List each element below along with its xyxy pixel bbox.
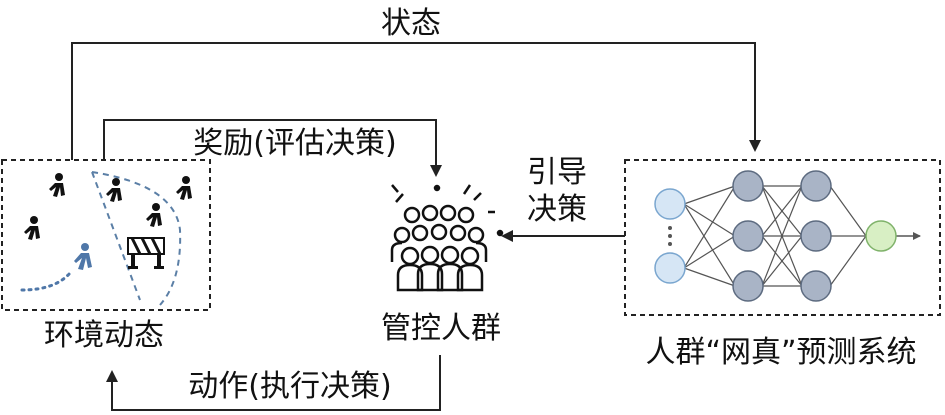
walking-person-icon bbox=[106, 178, 122, 202]
input-node bbox=[654, 252, 686, 284]
state-label: 状态 bbox=[381, 6, 441, 41]
environment-panel bbox=[1, 159, 211, 311]
action-label: 动作(执行决策) bbox=[188, 369, 391, 404]
crowd-control-label: 管控人群 bbox=[381, 311, 501, 346]
hidden-node bbox=[800, 170, 832, 202]
reward-arrow bbox=[103, 119, 442, 177]
hidden-node bbox=[800, 220, 832, 252]
walking-person-icon bbox=[49, 173, 65, 197]
highlighted-person-icon bbox=[74, 243, 92, 270]
trajectory-path bbox=[20, 271, 72, 292]
guide-label-line1: 引导 bbox=[527, 155, 587, 190]
nn-connections bbox=[683, 185, 867, 287]
nn-system-panel bbox=[624, 159, 941, 316]
output-node bbox=[865, 220, 897, 252]
road-barrier-icon bbox=[127, 237, 165, 269]
nn-system-label: 人群“网真”预测系统 bbox=[645, 335, 916, 370]
ellipsis-dots bbox=[668, 226, 672, 246]
hidden-node bbox=[732, 270, 764, 302]
reward-label: 奖励(评估决策) bbox=[193, 126, 396, 161]
input-node bbox=[654, 188, 686, 220]
action-arrow bbox=[106, 355, 441, 411]
walking-person-icon bbox=[24, 216, 40, 240]
state-arrow bbox=[71, 42, 761, 160]
hidden-node bbox=[732, 220, 764, 252]
hidden-node bbox=[800, 270, 832, 302]
guide-label-line2: 决策 bbox=[527, 192, 587, 227]
environment-label: 环境动态 bbox=[44, 318, 164, 353]
crowd-icon bbox=[390, 184, 504, 292]
sensing-sector bbox=[91, 171, 182, 306]
walking-person-icon bbox=[176, 176, 192, 200]
hidden-node bbox=[732, 170, 764, 202]
walking-person-icon bbox=[146, 203, 162, 227]
